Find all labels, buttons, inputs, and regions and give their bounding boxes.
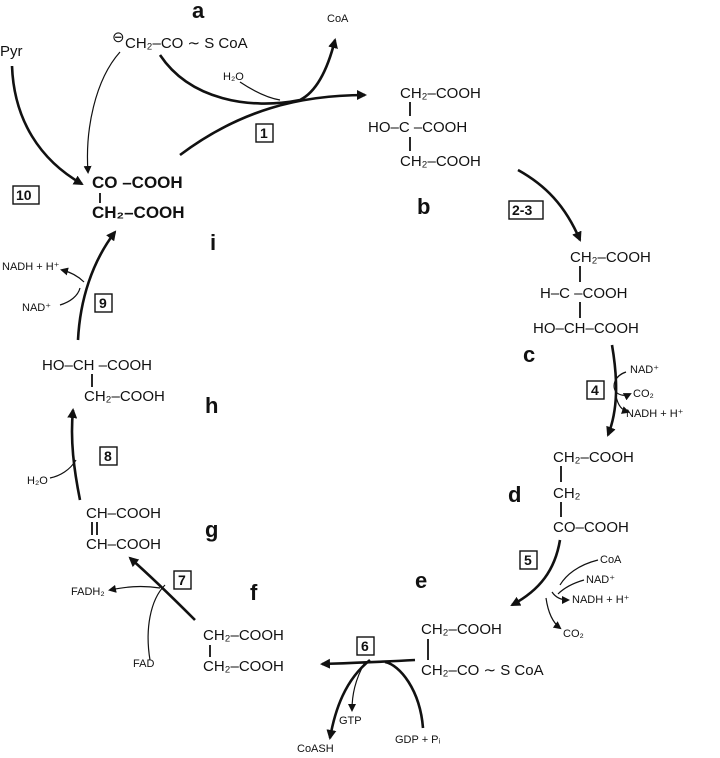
cofactor-fad: FAD — [133, 658, 154, 670]
label-a: a — [192, 0, 205, 23]
arrow-gtp — [348, 661, 366, 712]
step-6-box: 6 — [356, 636, 375, 656]
molecule-a-formula: CH₂–CO ∼ S CoA — [125, 35, 248, 52]
molecule-g-line2: CH–COOH — [86, 536, 161, 553]
step-7-box: 7 — [173, 570, 192, 590]
arrow-gdp — [384, 660, 425, 729]
molecule-b-line2: HO–C –COOH — [368, 119, 467, 136]
molecule-g-line1: CH–COOH — [86, 505, 161, 522]
arrow-coa-5 — [559, 559, 599, 586]
cofactor-h2o-8: H₂O — [27, 475, 48, 487]
step-5-box: 5 — [519, 550, 538, 570]
cofactor-fadh2: FADH₂ — [71, 586, 105, 598]
molecule-d-line2: CH₂ — [553, 485, 581, 502]
cofactor-nadh-9: NADH + H⁺ — [2, 261, 60, 273]
molecule-c-line3: HO–CH–COOH — [533, 320, 639, 337]
arrow-nad-4 — [613, 371, 627, 393]
cofactor-nad-5: NAD⁺ — [586, 574, 615, 586]
label-f: f — [250, 580, 258, 605]
arrow-nad-9 — [59, 287, 81, 306]
cofactor-co2-5: CO₂ — [563, 628, 584, 640]
svg-text:2-3: 2-3 — [512, 202, 532, 218]
molecule-c-line1: CH₂–COOH — [570, 249, 651, 266]
svg-text:6: 6 — [361, 638, 369, 654]
svg-text:8: 8 — [104, 448, 112, 464]
svg-text:10: 10 — [16, 187, 32, 203]
cofactor-coa-5: CoA — [600, 554, 622, 566]
svg-text:9: 9 — [99, 295, 107, 311]
molecule-d-line3: CO–COOH — [553, 519, 629, 536]
arrow-step-10 — [10, 65, 84, 186]
molecule-f-line2: CH₂–COOH — [203, 658, 284, 675]
arrow-step-2-3 — [517, 168, 582, 242]
arrow-step-5 — [510, 539, 562, 607]
cofactor-coa-1: CoA — [327, 13, 349, 25]
step-2-3-box: 2-3 — [508, 200, 544, 220]
arrow-co2-5 — [545, 597, 562, 630]
arrow-nadh-4 — [615, 395, 630, 414]
cofactor-nadh-4: NADH + H⁺ — [626, 408, 684, 420]
arrow-step-1 — [179, 90, 367, 157]
svg-text:7: 7 — [178, 572, 186, 588]
arrow-fad — [147, 584, 166, 661]
cofactor-co2-4: CO₂ — [633, 388, 654, 400]
arrow-acetylcoa-thin — [83, 51, 121, 174]
arrow-h2o-8 — [49, 459, 77, 479]
cofactor-nad-9: NAD⁺ — [22, 302, 51, 314]
molecule-i-line1: CO –COOH — [92, 173, 183, 192]
arrow-step-4 — [606, 344, 618, 437]
cofactor-gdp: GDP + Pᵢ — [395, 734, 441, 746]
svg-text:1: 1 — [260, 125, 268, 141]
label-b: b — [417, 194, 430, 219]
cofactor-h2o-1: H₂O — [223, 71, 244, 83]
label-h: h — [205, 393, 218, 418]
arrow-step-9 — [76, 230, 117, 341]
arrow-acetylcoa-to-coa — [158, 38, 338, 105]
molecule-i-line2: CH₂–COOH — [92, 203, 185, 222]
label-e: e — [415, 568, 427, 593]
molecule-b-line3: CH₂–COOH — [400, 153, 481, 170]
svg-text:5: 5 — [524, 552, 532, 568]
arrow-h2o-1 — [239, 81, 281, 101]
pyruvate-label: Pyr — [0, 43, 23, 60]
molecule-h-line1: HO–CH –COOH — [42, 357, 152, 374]
label-c: c — [523, 342, 535, 367]
step-1-box: 1 — [255, 123, 274, 143]
molecule-f-line1: CH₂–COOH — [203, 627, 284, 644]
molecule-e-line1: CH₂–COOH — [421, 621, 502, 638]
label-i: i — [210, 230, 216, 255]
molecule-e-line2: CH₂–CO ∼ S CoA — [421, 662, 544, 679]
cofactor-nad-4: NAD⁺ — [630, 364, 659, 376]
molecule-b-line1: CH₂–COOH — [400, 85, 481, 102]
svg-text:4: 4 — [591, 382, 599, 398]
cofactor-nadh-5: NADH + H⁺ — [572, 594, 630, 606]
arrow-step-7 — [128, 556, 196, 621]
arrow-nadh-5 — [551, 591, 570, 604]
molecule-c-line2: H–C –COOH — [540, 285, 628, 302]
label-g: g — [205, 517, 218, 542]
step-4-box: 4 — [586, 380, 605, 400]
arrow-co2-4 — [615, 391, 632, 401]
arrow-nad-5 — [557, 579, 585, 595]
arrow-fadh2 — [108, 584, 161, 593]
label-d: d — [508, 482, 521, 507]
step-9-box: 9 — [94, 293, 113, 313]
step-8-box: 8 — [99, 446, 118, 466]
molecule-h-line2: CH₂–COOH — [84, 388, 165, 405]
step-10-box: 10 — [12, 185, 40, 205]
molecule-d-line1: CH₂–COOH — [553, 449, 634, 466]
cofactor-coash: CoASH — [297, 743, 334, 755]
charge-symbol: ⊖ — [112, 29, 125, 46]
cofactor-gtp: GTP — [339, 715, 362, 727]
arrow-step-8 — [67, 408, 82, 501]
arrow-nadh-9 — [60, 267, 85, 283]
